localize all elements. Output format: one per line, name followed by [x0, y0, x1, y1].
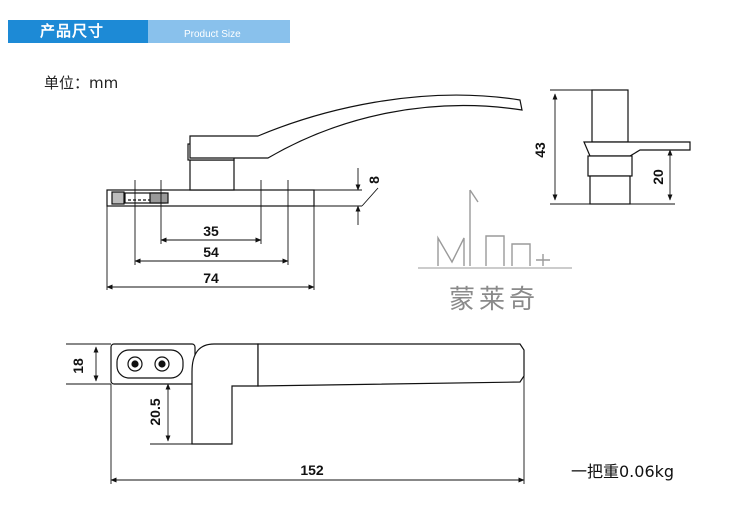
dim-74: 74: [203, 270, 219, 286]
dim-35: 35: [203, 223, 219, 239]
section-title-en: Product Size: [148, 20, 290, 43]
dim-20-5: 20.5: [147, 398, 163, 425]
front-collar: [587, 155, 633, 177]
front-head: [591, 89, 629, 143]
base-slot: [111, 191, 125, 205]
handle-body: [189, 159, 235, 191]
brand-watermark: [418, 189, 572, 269]
section-header: 产品尺寸 Product Size: [8, 20, 290, 43]
dim-54: 54: [203, 244, 219, 260]
dim-20: 20: [650, 169, 666, 185]
top-base-slot: [116, 349, 184, 379]
top-view: [66, 343, 525, 484]
front-lever: [583, 141, 691, 157]
brand-watermark-text: 蒙莱奇: [449, 285, 539, 315]
dim-152: 152: [300, 462, 324, 478]
weight-label: 一把重0.06kg: [571, 462, 675, 481]
front-spindle: [589, 175, 631, 205]
dim-8: 8: [366, 176, 382, 184]
unit-label: 单位：mm: [44, 74, 119, 92]
base-screw-hole: [149, 192, 169, 204]
top-neck: [191, 343, 259, 445]
dim-43: 43: [532, 142, 548, 158]
handle-lever: [189, 94, 523, 159]
dim-18: 18: [70, 358, 86, 374]
front-view: [550, 89, 691, 205]
top-lever: [257, 343, 525, 387]
section-title-cn: 产品尺寸: [8, 20, 148, 43]
side-view: [106, 94, 523, 290]
